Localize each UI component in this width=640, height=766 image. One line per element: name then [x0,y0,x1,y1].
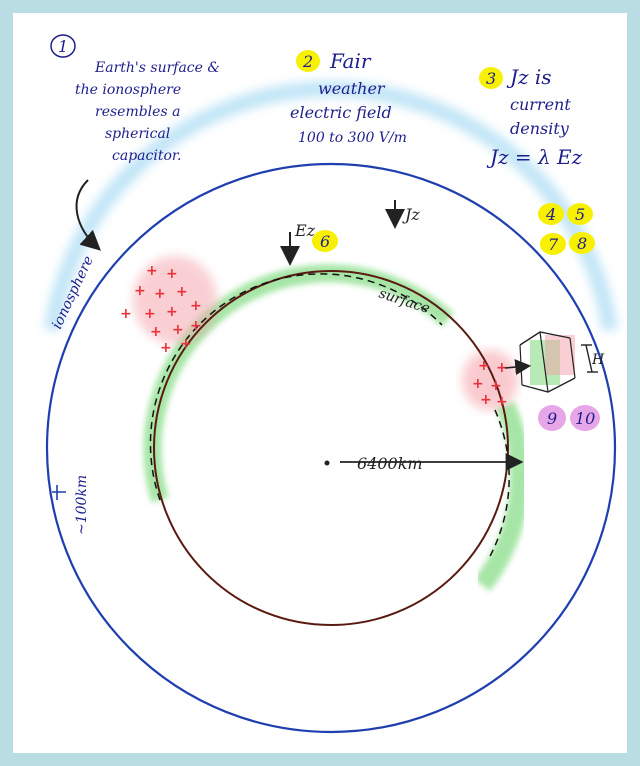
plus-charges-right: ++ ++ ++ [472,358,508,410]
svg-text:+: + [166,266,178,282]
diagram-sheet [13,13,627,753]
svg-text:+: + [120,306,132,322]
svg-text:+: + [472,376,484,392]
charge-patch-right [462,350,518,410]
radius-label: 6400km [357,454,423,473]
svg-text:9: 9 [547,409,557,428]
ionosphere-glow [44,81,618,332]
svg-text:resembles a: resembles a [95,104,180,120]
ionosphere-circle [45,162,617,734]
svg-text:density: density [510,119,570,138]
badge-10[interactable]: 10 [570,405,600,431]
svg-text:+: + [160,340,172,356]
svg-text:Earth's surface &: Earth's surface & [94,60,220,76]
badge-1[interactable]: 1 [50,34,76,58]
svg-text:Jz = λ Ez: Jz = λ Ez [486,145,583,169]
svg-text:1: 1 [58,37,68,56]
plus-charges-left: ++ +++ ++++ +++ ++ [120,263,202,356]
svg-text:+: + [134,283,146,299]
altitude-marker [52,485,66,500]
surface-green-band-right [474,400,530,592]
svg-text:3: 3 [486,69,496,88]
svg-text:+: + [478,358,490,374]
svg-text:+: + [496,360,508,376]
pointer-arrow-ionosphere [75,179,101,251]
svg-text:Jz is: Jz is [506,65,552,89]
svg-text:+: + [190,318,202,334]
charge-patch-left [133,256,217,344]
badge-8[interactable]: 8 [569,232,595,254]
height-marker-label: H [591,352,605,368]
svg-text:+: + [146,263,158,279]
svg-text:5: 5 [575,205,585,224]
svg-text:+: + [150,324,162,340]
ez-label: Ez [294,221,316,240]
badge-9[interactable]: 9 [538,405,566,431]
dashed-charge-layer [149,273,443,501]
svg-text:+: + [144,306,156,322]
dashed-charge-layer-right [487,409,510,561]
badge-3[interactable]: 3 [479,67,503,89]
svg-text:6: 6 [320,232,330,251]
svg-text:+: + [190,298,202,314]
svg-text:4: 4 [545,205,556,224]
svg-text:+: + [176,284,188,300]
note-1-text: Earth's surface & the ionosphere resembl… [75,60,220,164]
svg-text:+: + [480,392,492,408]
svg-text:the ionosphere: the ionosphere [75,82,181,98]
note-3-text: Jz is current density Jz = λ Ez [486,65,583,169]
svg-text:2: 2 [302,52,313,71]
jz-label: Jz [402,205,420,224]
svg-text:+: + [172,322,184,338]
badge-4[interactable]: 4 [538,203,564,225]
earth-center-dot [324,460,330,466]
svg-text:capacitor.: capacitor. [112,148,181,164]
svg-text:weather: weather [318,79,386,98]
svg-text:spherical: spherical [105,126,170,142]
badge-5[interactable]: 5 [567,203,593,225]
svg-text:current: current [510,95,571,114]
svg-text:+: + [154,286,166,302]
badge-7[interactable]: 7 [540,233,566,255]
svg-text:+: + [490,378,502,394]
badge-2[interactable]: 2 [296,50,320,72]
svg-text:+: + [496,394,508,410]
svg-text:+: + [166,304,178,320]
badge-6[interactable]: 6 [312,230,338,252]
capacitor-inset: H [504,331,605,393]
svg-text:Fair: Fair [329,49,372,73]
svg-text:8: 8 [577,234,587,253]
note-2-text: Fair weather electric field 100 to 300 V… [290,49,407,146]
svg-text:electric field: electric field [290,103,392,122]
altitude-label: ~100km [74,475,90,535]
svg-text:+: + [180,336,192,352]
earth-surface-circle [153,270,509,626]
svg-text:100 to 300 V/m: 100 to 300 V/m [298,130,407,146]
svg-text:10: 10 [575,409,595,428]
svg-text:7: 7 [548,235,559,254]
